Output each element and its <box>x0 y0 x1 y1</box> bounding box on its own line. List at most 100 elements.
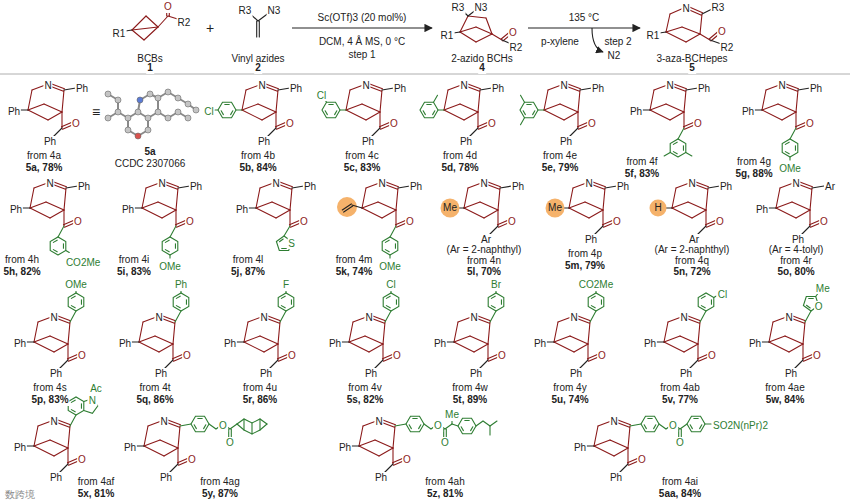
source-label: from 4q <box>674 255 710 267</box>
bond <box>281 296 285 298</box>
bond <box>282 248 287 249</box>
label-holder: Ph <box>49 363 63 381</box>
label-holder: O <box>285 113 295 131</box>
bond <box>445 424 452 429</box>
label-holder: N <box>361 75 370 93</box>
atom-label: Ph <box>469 368 483 380</box>
atom-label: Ph <box>616 181 630 193</box>
label-holder: Ph <box>629 101 643 119</box>
atom-label: N <box>665 80 674 92</box>
label-holder: Ph <box>569 363 583 381</box>
atom-label: N <box>479 178 488 190</box>
label-holder: Ph <box>328 333 342 351</box>
bond <box>478 90 480 112</box>
label-holder: CO2Me <box>65 252 101 270</box>
bond <box>329 104 333 105</box>
bond <box>465 420 469 421</box>
bond <box>588 293 604 311</box>
label-holder: Ph <box>223 333 237 351</box>
bond <box>139 322 143 342</box>
crystal-atom <box>125 115 131 121</box>
bond <box>588 322 590 344</box>
atom-label: N <box>584 178 593 190</box>
label-holder: Ph <box>154 363 168 381</box>
label-holder: from 4e <box>542 145 578 163</box>
bond <box>700 34 710 40</box>
compound-label: 5k, 74% <box>335 266 374 278</box>
label-holder: Ph <box>174 274 188 292</box>
atom-label: Br <box>490 279 502 291</box>
bond <box>30 208 50 218</box>
atom-label: N <box>43 80 52 92</box>
atom-label: O <box>508 27 518 39</box>
bond <box>63 210 64 226</box>
label-holder: 5l, 70% <box>466 261 502 279</box>
label-holder: from 4m <box>335 249 374 267</box>
byproduct-label: N2 <box>607 50 622 62</box>
bond <box>379 112 380 128</box>
atom-label: Ph <box>223 338 237 350</box>
bond <box>468 16 486 18</box>
bond <box>385 250 389 252</box>
label-holder: Ph <box>469 363 483 381</box>
bond <box>215 109 218 110</box>
bond <box>497 210 498 226</box>
label-holder: O <box>487 113 497 131</box>
bond <box>610 440 628 448</box>
label-holder: Ph <box>75 78 89 96</box>
label-holder: 5q, 86% <box>135 389 174 407</box>
bond <box>242 90 246 110</box>
source-label: from 4v <box>347 382 382 394</box>
source-label: from 4u <box>242 382 278 394</box>
atom-label: Ph <box>259 368 273 380</box>
bond <box>28 110 48 120</box>
label-holder: Ph <box>609 467 623 485</box>
bond <box>444 104 460 110</box>
atom-label: Ph <box>154 368 168 380</box>
bond <box>476 27 492 34</box>
label-holder: Ph <box>533 333 547 351</box>
bond <box>664 322 668 342</box>
bond <box>602 210 603 226</box>
bond <box>664 342 684 352</box>
bond <box>378 202 396 210</box>
label-holder: 5h, 82% <box>2 261 41 279</box>
atom-label: Cl <box>203 106 214 118</box>
label-holder: 4 <box>478 57 486 75</box>
label-holder: 5a <box>143 141 156 159</box>
label-holder: Ph <box>719 176 733 194</box>
bond <box>230 424 237 429</box>
label-holder: OMe <box>64 274 88 292</box>
bond <box>71 400 75 402</box>
atom-label: O <box>77 454 87 466</box>
atom-label: Ph <box>584 234 598 246</box>
label-holder: O <box>77 345 87 363</box>
bond <box>61 112 62 128</box>
compound-label: 5o, 80% <box>776 266 815 278</box>
bond <box>700 425 702 429</box>
label-holder: N3 <box>474 0 489 15</box>
bond <box>627 448 628 464</box>
bond <box>574 344 588 352</box>
compound-label: 5x, 81% <box>77 488 116 500</box>
bond <box>279 239 283 242</box>
bond <box>664 153 670 157</box>
bond <box>396 188 398 210</box>
source-label: from 4y <box>552 382 587 394</box>
bond <box>673 152 677 154</box>
bond <box>491 306 495 308</box>
atom-label: Me <box>444 409 460 421</box>
label-holder: Ph <box>235 199 249 217</box>
bond <box>139 336 155 342</box>
label-holder: Ph <box>616 176 630 194</box>
label-holder: N <box>49 411 58 429</box>
bond <box>375 440 393 448</box>
highlight-node: H <box>649 199 667 217</box>
label-holder: DCM, 4 Å MS, 0 °C <box>318 31 406 49</box>
atom-label: O <box>612 216 622 228</box>
label-holder: 5z, 81% <box>426 483 464 500</box>
bond <box>477 112 478 128</box>
label-holder: Ph <box>584 229 598 247</box>
bond <box>382 344 383 360</box>
